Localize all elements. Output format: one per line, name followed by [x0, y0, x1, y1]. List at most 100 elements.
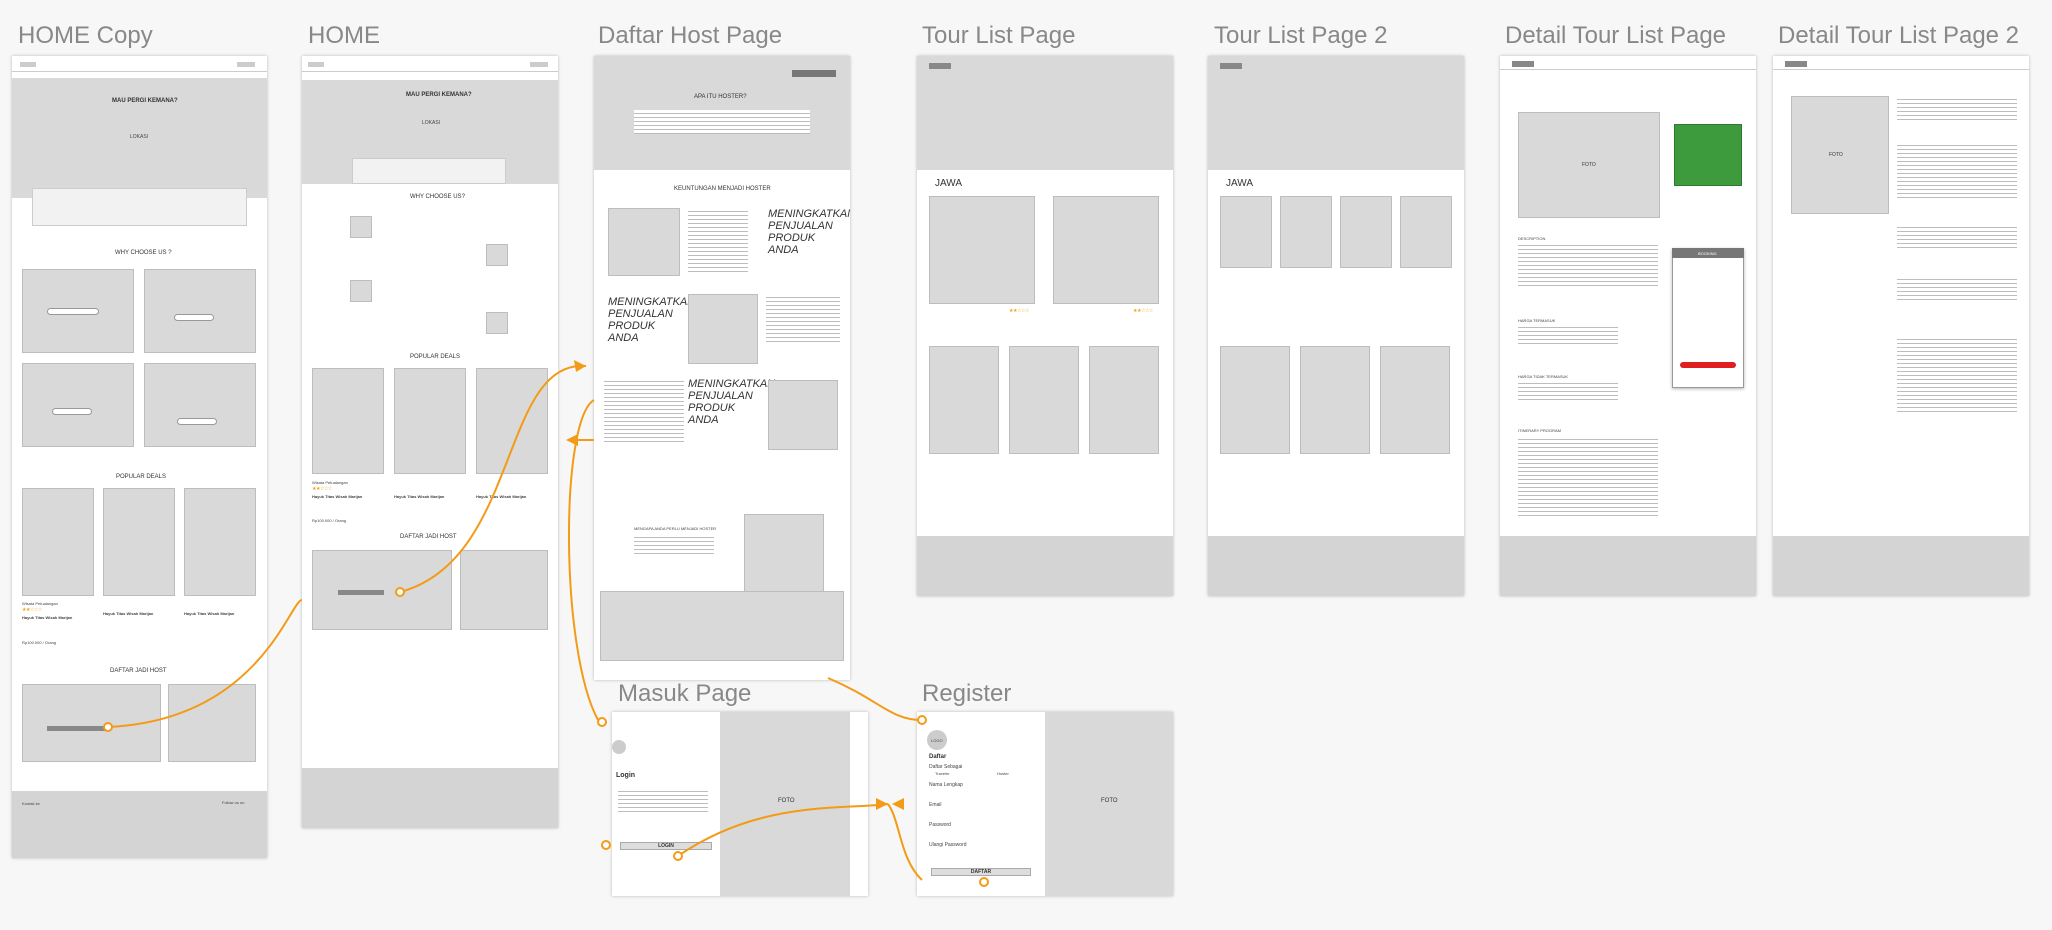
nama-field[interactable]: Nama Lengkap: [929, 782, 963, 788]
harga-tidak-list: [1897, 276, 2017, 302]
deal-image[interactable]: [476, 368, 548, 474]
tour-image[interactable]: [1340, 196, 1392, 268]
tour-image[interactable]: [929, 196, 1035, 304]
login-button[interactable]: [237, 62, 255, 67]
rating-stars: ★★☆☆☆: [1009, 308, 1029, 314]
booking-button[interactable]: [1680, 362, 1736, 368]
logo: [1220, 63, 1242, 69]
card-button[interactable]: [174, 314, 214, 321]
frame-home-copy[interactable]: MAU PERGI KEMANA? LOKASI WHY CHOOSE US ?…: [12, 56, 267, 858]
card-button[interactable]: [47, 308, 99, 315]
frame-title-detail-tour: Detail Tour List Page: [1505, 22, 1727, 49]
footer-contact: Kontak ke: [22, 801, 40, 806]
nav-button[interactable]: [792, 70, 836, 77]
deal-price: Rp100.000 / Orang: [22, 640, 57, 645]
frame-detail-tour[interactable]: FOTO DESCRIPTION BOOKING HARGA TERMASUK …: [1500, 56, 1756, 596]
intro-text: [634, 110, 810, 134]
tour-image[interactable]: [1089, 346, 1159, 454]
popular-heading: POPULAR DEALS: [116, 474, 167, 480]
frame-title-tour-list: Tour List Page: [922, 22, 1076, 49]
host-banner: [22, 684, 161, 762]
tour-image[interactable]: [1220, 196, 1272, 268]
tour-image[interactable]: [1400, 196, 1452, 268]
benefit-title: MENINGKATKAN PENJUALAN PRODUK ANDA: [688, 378, 776, 427]
frame-masuk[interactable]: FOTO Login LOGIN: [612, 712, 868, 896]
deal-image[interactable]: [394, 368, 466, 474]
foto-label: FOTO: [778, 798, 795, 804]
card-button[interactable]: [52, 408, 92, 415]
password-field[interactable]: Password: [929, 822, 951, 828]
harga-termasuk-list: [1897, 224, 2017, 250]
hero-section: [12, 78, 267, 198]
benefit-title: MENINGKATKAN PENJUALAN PRODUK ANDA: [768, 208, 850, 257]
arrow-head: [574, 360, 586, 372]
tour-image[interactable]: [1009, 346, 1079, 454]
tour-image[interactable]: [1053, 196, 1159, 304]
harga-tidak-heading: HARGA TIDAK TERMASUK: [1518, 374, 1569, 379]
daftar-host-button[interactable]: [47, 726, 105, 731]
description-heading: DESCRIPTION: [1518, 236, 1546, 241]
deal-image[interactable]: [184, 488, 256, 596]
why-image: [350, 216, 372, 238]
tour-photo: [1518, 112, 1660, 218]
traveler-radio[interactable]: Traveler: [935, 771, 950, 776]
search-box[interactable]: [32, 188, 247, 226]
navbar: [302, 56, 558, 72]
frame-title-daftar-host: Daftar Host Page: [598, 22, 783, 49]
hero-title: MAU PERGI KEMANA?: [112, 98, 178, 104]
tour-image[interactable]: [1300, 346, 1370, 454]
foto-label: FOTO: [1582, 162, 1596, 168]
keuntungan-heading: KEUNTUNGAN MENJADI HOSTER: [674, 186, 771, 192]
tour-image[interactable]: [1280, 196, 1332, 268]
frame-tour-list[interactable]: JAWA ★★☆☆☆ ★★☆☆☆: [917, 56, 1173, 596]
daftar-button[interactable]: DAFTAR: [931, 868, 1031, 876]
deal-title: Hayuk Titas Wisah Marijan: [394, 494, 445, 499]
footer: [1500, 536, 1756, 596]
search-box[interactable]: [352, 158, 506, 184]
benefit-title: MENINGKATKAN PENJUALAN PRODUK ANDA: [608, 296, 696, 345]
rating-stars: ★★☆☆☆: [1133, 308, 1153, 314]
frame-title-detail-tour-2: Detail Tour List Page 2: [1778, 22, 2020, 49]
card-button[interactable]: [177, 418, 217, 425]
deal-image[interactable]: [312, 368, 384, 474]
bottom-banner: [600, 591, 844, 661]
frame-register[interactable]: FOTO LOGO Daftar Daftar Sebagai Traveler…: [917, 712, 1173, 896]
daftar-host-button[interactable]: [338, 590, 384, 595]
why-card: [144, 269, 256, 353]
daftar-sebagai: Daftar Sebagai: [929, 764, 963, 770]
frame-tour-list-2[interactable]: JAWA: [1208, 56, 1464, 596]
booking-header: [1672, 248, 1744, 258]
logo: [1512, 61, 1534, 67]
tour-image[interactable]: [1380, 346, 1450, 454]
harga-termasuk-heading: HARGA TERMASUK: [1518, 318, 1556, 323]
heading: APA ITU HOSTER?: [694, 94, 747, 100]
benefit-image: [768, 380, 838, 450]
itinerary-text: [1897, 336, 2017, 412]
foto-label: FOTO: [1829, 152, 1843, 158]
connector-node: [597, 717, 607, 727]
deal-title: Hayuk Titas Wisah Marijan: [103, 611, 154, 616]
frame-detail-tour-2[interactable]: FOTO: [1773, 56, 2029, 596]
logo: [612, 740, 626, 754]
frame-daftar-host[interactable]: APA ITU HOSTER? KEUNTUNGAN MENJADI HOSTE…: [594, 56, 850, 680]
arrow-head: [892, 798, 904, 810]
frame-title-home-copy: HOME Copy: [18, 22, 153, 49]
tour-image[interactable]: [1220, 346, 1290, 454]
login-fields[interactable]: [618, 788, 708, 812]
hoster-radio[interactable]: Hoster: [997, 771, 1009, 776]
why-image: [486, 312, 508, 334]
email-field[interactable]: Email: [929, 802, 942, 808]
popular-heading: POPULAR DEALS: [410, 354, 461, 360]
description-text: [1518, 242, 1658, 288]
deal-image[interactable]: [103, 488, 175, 596]
deal-image[interactable]: [22, 488, 94, 596]
hero-title: MAU PERGI KEMANA?: [406, 92, 472, 98]
tour-image[interactable]: [929, 346, 999, 454]
frame-home[interactable]: MAU PERGI KEMANA? LOKASI WHY CHOOSE US? …: [302, 56, 558, 828]
ulangi-password-field[interactable]: Ulangi Password: [929, 842, 967, 848]
description-text: [1897, 142, 2017, 198]
logo: [929, 63, 951, 69]
daftar-heading: DAFTAR JADI HOST: [110, 668, 167, 674]
login-button[interactable]: [530, 62, 548, 67]
login-button[interactable]: LOGIN: [620, 842, 712, 850]
